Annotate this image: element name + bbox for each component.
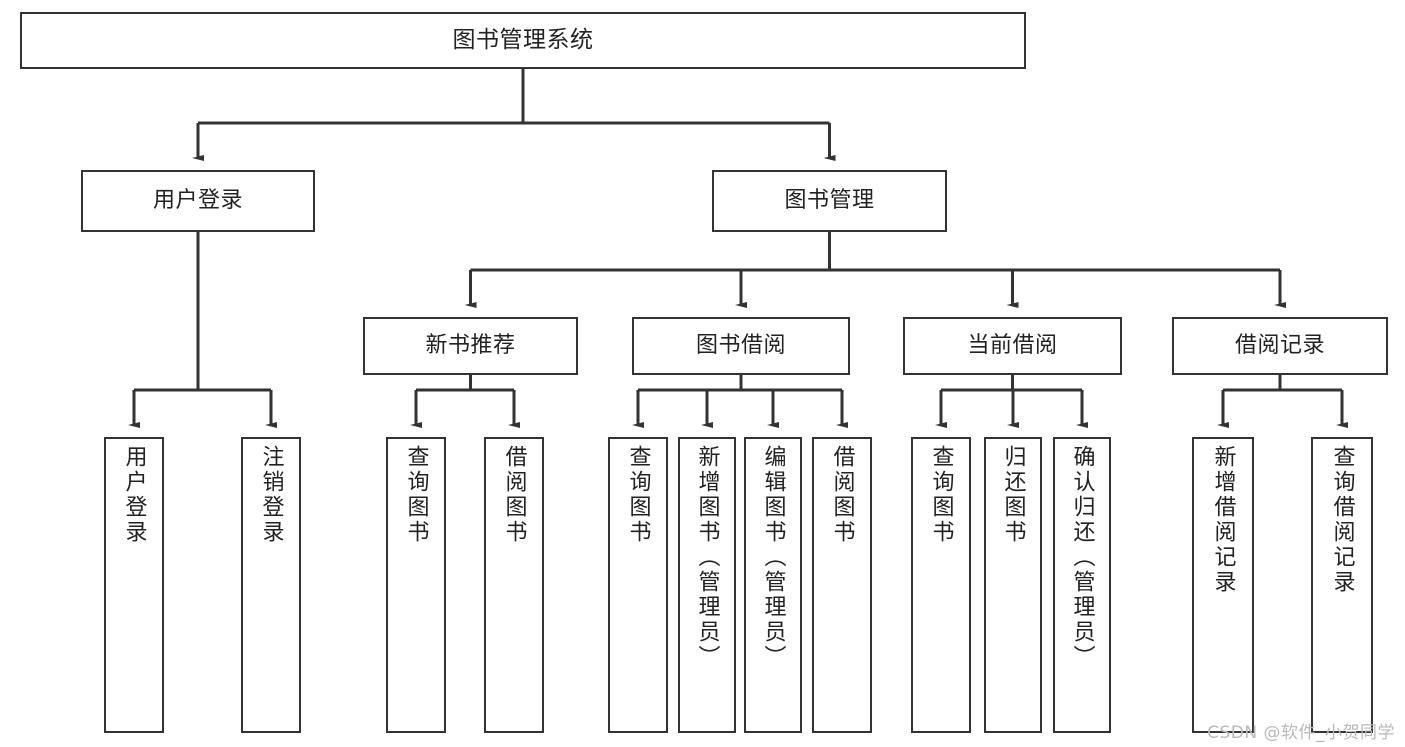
node-root[interactable]: 图书管理系统 — [20, 12, 1026, 69]
leaf-borrow-lend-book[interactable]: 借阅图书 — [812, 437, 872, 733]
node-label: 借阅图书 — [829, 445, 855, 545]
leaf-recommend-query-book[interactable]: 查询图书 — [386, 437, 446, 733]
node-label: 图书管理 — [784, 188, 875, 214]
node-label: 新增借阅记录 — [1210, 445, 1236, 595]
node-label: 用户登录 — [152, 188, 243, 214]
node-label: 图书借阅 — [695, 333, 786, 359]
node-label: 查询图书 — [928, 445, 954, 545]
node-label: 用户登录 — [121, 445, 147, 545]
node-current-borrow[interactable]: 当前借阅 — [903, 317, 1122, 375]
node-book-management-module[interactable]: 图书管理 — [712, 170, 947, 232]
leaf-user-login[interactable]: 用户登录 — [104, 437, 164, 733]
leaf-current-query-book[interactable]: 查询图书 — [911, 437, 971, 733]
leaf-borrow-add-book-admin[interactable]: 新增图书（管理员） — [678, 437, 736, 733]
node-label: 借阅图书 — [501, 445, 527, 545]
leaf-user-logout[interactable]: 注销登录 — [241, 437, 301, 733]
node-label: 图书管理系统 — [452, 27, 594, 54]
node-label: 当前借阅 — [967, 333, 1058, 359]
leaf-borrow-query-book[interactable]: 查询图书 — [608, 437, 668, 733]
node-label: 查询图书 — [403, 445, 429, 545]
leaf-current-confirm-return-admin[interactable]: 确认归还（管理员） — [1053, 437, 1111, 733]
node-new-book-recommend[interactable]: 新书推荐 — [363, 317, 578, 375]
node-user-login-module[interactable]: 用户登录 — [81, 170, 315, 232]
node-label: 新书推荐 — [425, 333, 516, 359]
node-label: 新增图书（管理员） — [694, 445, 720, 670]
leaf-recommend-borrow-book[interactable]: 借阅图书 — [484, 437, 544, 733]
node-label: 确认归还（管理员） — [1069, 445, 1095, 670]
node-label: 编辑图书（管理员） — [760, 445, 786, 670]
node-borrow-record[interactable]: 借阅记录 — [1172, 317, 1388, 375]
leaf-record-add-borrow-record[interactable]: 新增借阅记录 — [1192, 437, 1254, 733]
node-label: 查询借阅记录 — [1329, 445, 1355, 595]
node-label: 查询图书 — [625, 445, 651, 545]
leaf-record-query-borrow-record[interactable]: 查询借阅记录 — [1311, 437, 1373, 733]
node-book-borrow[interactable]: 图书借阅 — [632, 317, 850, 375]
leaf-borrow-edit-book-admin[interactable]: 编辑图书（管理员） — [744, 437, 802, 733]
node-label: 借阅记录 — [1234, 333, 1325, 359]
watermark: CSDN @软件_小贺同学 — [1207, 723, 1395, 743]
node-label: 归还图书 — [1000, 445, 1026, 545]
leaf-current-return-book[interactable]: 归还图书 — [984, 437, 1042, 733]
node-label: 注销登录 — [258, 445, 284, 545]
